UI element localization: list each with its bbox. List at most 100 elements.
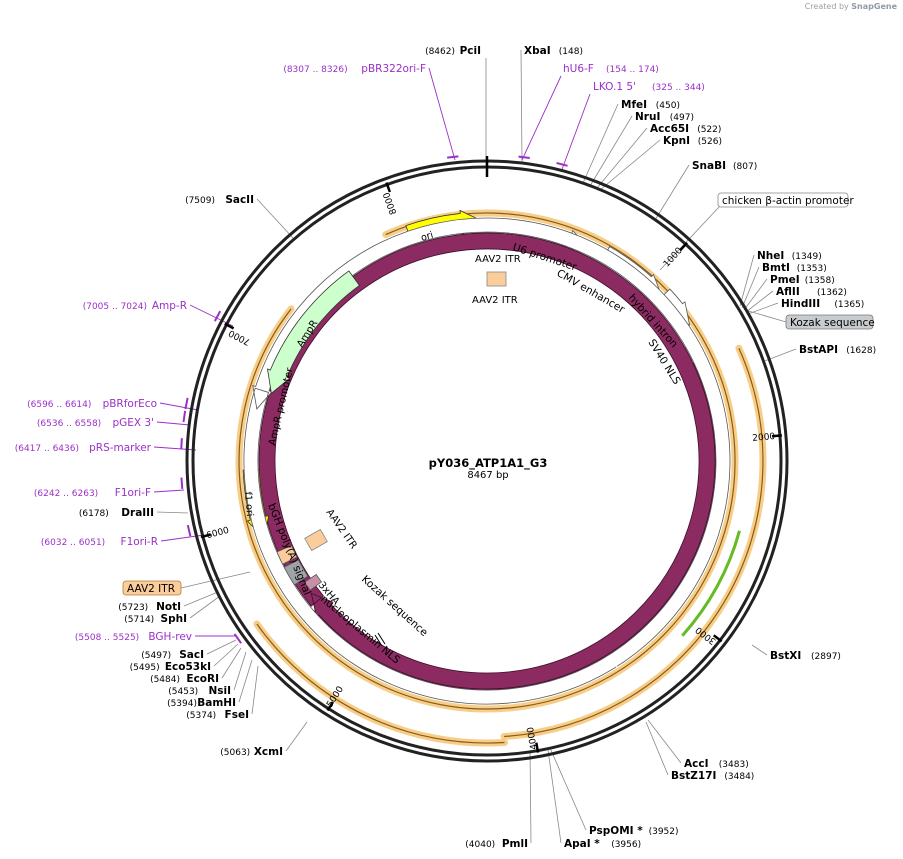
enzyme-l7-leader [233, 651, 247, 691]
enzyme-r15-leader [549, 747, 587, 831]
kozak-leader [744, 309, 787, 323]
enzyme-r5-leader [654, 164, 690, 221]
enzyme-r11-leader [761, 348, 797, 363]
kozak-marker-a [374, 634, 383, 647]
plasmid-name: pY036_ATP1A1_G3 [429, 456, 548, 471]
enzyme-r14-leader [645, 721, 669, 776]
enzyme-l6-pos: (5484) [150, 675, 180, 685]
enzyme-r16-pos: (3956) [611, 840, 641, 850]
tick-mark-4000 [535, 742, 540, 753]
ori-label: ori [420, 230, 435, 244]
aav2-itr-label-1: AAV2 ITR [475, 254, 521, 265]
enzyme-l0-pos: (7509) [185, 196, 215, 206]
enzyme-r9-pos: (1362) [817, 288, 847, 298]
enzyme-l8-name: BamHI [197, 697, 236, 709]
primer-lko-leader [560, 93, 591, 173]
enzyme-l1-pos: (6178) [79, 509, 109, 519]
enzyme-l4-leader [206, 639, 237, 655]
nucleoplasmin-arrow [258, 232, 716, 690]
primer-p0-name: pBR322ori-F [361, 63, 426, 75]
enzyme-r11-name: BstAPI [799, 344, 838, 356]
tick-mark-6000 [200, 533, 211, 539]
aav2-left-leader [180, 571, 251, 589]
primer-site-9 [233, 633, 242, 644]
enzyme-l11-leader [529, 749, 532, 844]
chicken-actin-label-text: chicken β-actin promoter [722, 195, 854, 207]
enzyme-r8-name: PmeI [770, 274, 800, 286]
enzyme-r0-leader [520, 49, 523, 163]
tick-mark-8000 [385, 182, 392, 193]
primer-p6-leader [153, 446, 197, 451]
primer-p4-name: pBRforEco [103, 398, 157, 410]
primer-site-5 [182, 410, 187, 423]
primer-p3-range: (7005 .. 7024) [83, 302, 147, 312]
primer-hu6f-leader [521, 75, 562, 161]
primer-site-4 [184, 397, 189, 410]
enzyme-r0-name: XbaI [524, 45, 551, 57]
tick-label-8000: 8000 [382, 190, 399, 215]
enzyme-l7-name: NsiI [208, 685, 231, 697]
enzyme-r5-name: SnaBI [692, 160, 726, 172]
enzyme-r2-leader [589, 115, 633, 187]
enzyme-r12-name: BstXI [770, 650, 801, 662]
chicken-actin-label-box [717, 192, 849, 208]
aav2-itr-inner-box-2 [304, 528, 328, 552]
enzyme-r10-pos: (1365) [834, 300, 864, 310]
enzyme-r1-name: MfeI [621, 99, 647, 111]
enzyme-r16-name: ApaI * [564, 838, 600, 850]
enzyme-r7-pos: (1353) [797, 264, 827, 274]
primer-p6-name: pRS-marker [89, 442, 152, 454]
kozak-marker-b [377, 632, 386, 645]
enzyme-r3-leader [596, 127, 648, 189]
enzyme-r15-pos: (3952) [649, 827, 679, 837]
primer-site-0 [447, 155, 459, 159]
primer-lko-range: (325 .. 344) [652, 83, 705, 93]
enzyme-r9-leader [745, 290, 774, 313]
tick-label-4000: 4000 [526, 726, 540, 751]
primer-site-3 [213, 310, 222, 322]
ascpf1-outer-line [504, 348, 764, 738]
enzyme-l1-name: DraIII [121, 507, 154, 519]
primer-p3-name: Amp-R [152, 300, 187, 312]
enzyme-l10-name: XcmI [254, 746, 283, 758]
enzyme-l6-leader [221, 647, 242, 679]
primer-lko-name: LKO.1 5' [593, 81, 636, 93]
primer-p5-name: pGEX 3' [112, 417, 154, 429]
enzyme-r5-pos: (807) [733, 162, 757, 172]
tick-mark-5000 [326, 701, 335, 712]
enzyme-l0-leader [256, 198, 294, 239]
enzyme-l1-leader [156, 511, 189, 514]
enzyme-l3-pos: (5714) [124, 615, 154, 625]
primer-site-8 [186, 524, 192, 537]
enzyme-r13-leader [647, 719, 682, 764]
enzyme-l8-pos: (5394) [167, 699, 197, 709]
label-leader-lines [153, 49, 797, 844]
enzyme-l0-name: SacII [225, 194, 254, 206]
tick-mark-2000 [771, 434, 782, 438]
tick-label-6000: 6000 [205, 526, 230, 542]
enzyme-r10-name: HindIII [781, 298, 820, 310]
kozak-label-text: Kozak sequence [790, 317, 875, 329]
enzyme-l8-leader [238, 659, 253, 703]
primer-p8-name: F1ori-R [121, 536, 158, 548]
enzyme-r6-name: NheI [757, 250, 784, 262]
primer-p7-range: (6242 .. 6263) [34, 489, 98, 499]
primer-p9-name: BGH-rev [148, 631, 192, 643]
primer-p4-range: (6596 .. 6614) [27, 400, 91, 410]
f1-ori-label: f1 ori [242, 491, 255, 517]
primer-p0-range: (8307 .. 8326) [283, 65, 347, 75]
enzyme-pcii-pos: (8462) [425, 47, 455, 57]
enzyme-pcii-name: PciI [460, 45, 481, 57]
enzyme-r9-name: AflII [776, 286, 800, 298]
enzyme-l3-leader [189, 595, 221, 619]
enzyme-r4-pos: (526) [698, 137, 722, 147]
enzyme-l2-pos: (5723) [118, 603, 148, 613]
enzyme-r6-pos: (1349) [792, 252, 822, 262]
enzyme-r12-pos: (2897) [811, 652, 841, 662]
ampr-outer-line [238, 212, 736, 710]
enzyme-r8-pos: (1358) [805, 276, 835, 286]
enzyme-l4-name: SacI [179, 649, 204, 661]
primer-p9-range: (5508 .. 5525) [75, 633, 139, 643]
enzyme-r7-name: BmtI [762, 262, 790, 274]
